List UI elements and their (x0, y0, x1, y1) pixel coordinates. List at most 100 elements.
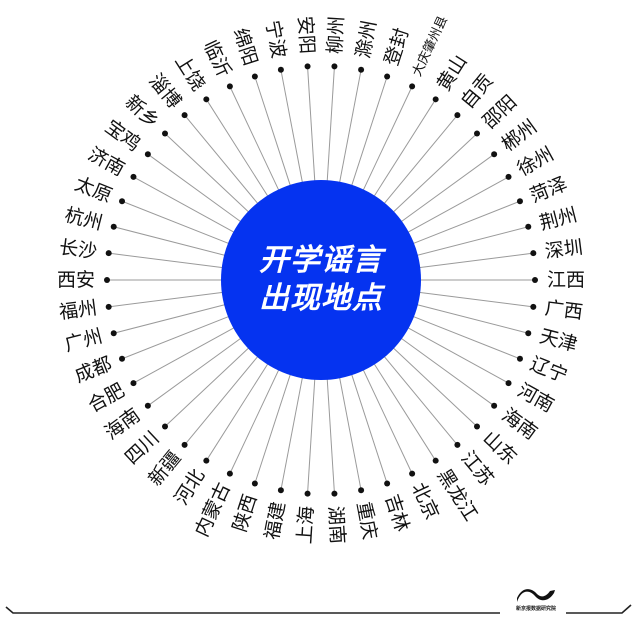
wave-logo-icon (517, 589, 555, 602)
ray-line (113, 226, 227, 257)
ray-line (418, 291, 534, 308)
ray-dot (530, 250, 537, 257)
ray-line (373, 362, 437, 461)
ray-dot (516, 355, 523, 362)
ray-line (229, 368, 280, 474)
ray-line (133, 176, 236, 234)
ray-line (350, 373, 388, 484)
ray-dot (105, 303, 112, 310)
title-line-1: 开学谣言 (259, 243, 383, 278)
publisher-logo: 新京报数据研究院 (512, 587, 560, 619)
ray-dot (119, 355, 126, 362)
ray-dot (432, 457, 439, 464)
location-label: 福州 (57, 297, 99, 324)
ray-line (164, 346, 250, 427)
ray-dot (384, 480, 391, 487)
ray-dot (105, 250, 112, 257)
ray-line (373, 99, 437, 198)
ray-line (399, 153, 495, 223)
ray-line (338, 376, 362, 491)
ray-line (205, 99, 269, 198)
ray-line (415, 226, 529, 257)
ray-dot (358, 487, 365, 494)
location-label: 江西 (547, 269, 586, 291)
ray-dot (505, 173, 512, 180)
ray-dot (203, 457, 210, 464)
ray-dot (454, 112, 461, 119)
ray-line (280, 69, 304, 184)
title-line-2: 出现地点 (259, 281, 383, 316)
footer-rule (5, 604, 632, 614)
ray-dot (203, 96, 210, 103)
ray-line (362, 368, 413, 474)
ray-dot (104, 277, 110, 283)
ray-line (411, 200, 521, 245)
ray-dot (119, 198, 126, 205)
ray-line (147, 337, 243, 407)
ray-dot (525, 330, 532, 337)
ray-dot (532, 277, 538, 283)
ray-dot (130, 173, 137, 180)
ray-line (121, 315, 231, 360)
ray-dot (226, 83, 233, 90)
ray-dot (432, 96, 439, 103)
ray-line (326, 377, 335, 494)
ray-line (108, 252, 224, 269)
ray-dot (181, 441, 188, 448)
ray-dot (331, 63, 338, 70)
ray-dot (473, 130, 480, 137)
ray-line (338, 69, 362, 184)
ray-line (406, 176, 509, 234)
ray-dot (304, 63, 311, 70)
ray-line (411, 315, 521, 360)
ray-dot (516, 198, 523, 205)
ray-line (383, 114, 458, 205)
ray-dot (454, 441, 461, 448)
ray-line (415, 303, 529, 334)
ray-line (113, 303, 227, 334)
ray-line (418, 252, 534, 269)
ray-line (326, 66, 335, 183)
ray-dot (144, 402, 151, 409)
ray-dot (130, 380, 137, 387)
ray-dot (473, 423, 480, 430)
ray-dot (277, 487, 284, 494)
ray-line (108, 291, 224, 308)
ray-dot (384, 73, 391, 80)
ray-dot (144, 151, 151, 158)
ray-dot (251, 73, 258, 80)
ray-dot (110, 330, 117, 337)
ray-dot (491, 151, 498, 158)
ray-dot (505, 380, 512, 387)
ray-dot (181, 112, 188, 119)
ray-dot (358, 66, 365, 73)
ray-dot (491, 402, 498, 409)
ray-dot (525, 223, 532, 230)
ray-line (392, 133, 478, 214)
ray-line (133, 326, 236, 384)
ray-line (121, 200, 231, 245)
ray-line (184, 355, 259, 446)
ray-line (350, 76, 388, 187)
ray-line (229, 86, 280, 192)
ray-line (307, 66, 316, 183)
ray-line (392, 346, 478, 427)
ray-line (147, 153, 243, 223)
ray-dot (226, 470, 233, 477)
ray-dot (331, 490, 338, 497)
location-label: 湖南 (324, 504, 349, 545)
ray-dot (162, 130, 169, 137)
ray-line (164, 133, 250, 214)
ray-line (307, 377, 316, 494)
ray-dot (162, 423, 169, 430)
ray-line (362, 86, 413, 192)
ray-dot (110, 223, 117, 230)
ray-dot (530, 303, 537, 310)
location-label: 深圳 (543, 235, 585, 263)
ray-dot (409, 83, 416, 90)
ray-line (280, 376, 304, 491)
ray-line (383, 355, 458, 446)
ray-line (406, 326, 509, 384)
ray-line (254, 76, 292, 187)
